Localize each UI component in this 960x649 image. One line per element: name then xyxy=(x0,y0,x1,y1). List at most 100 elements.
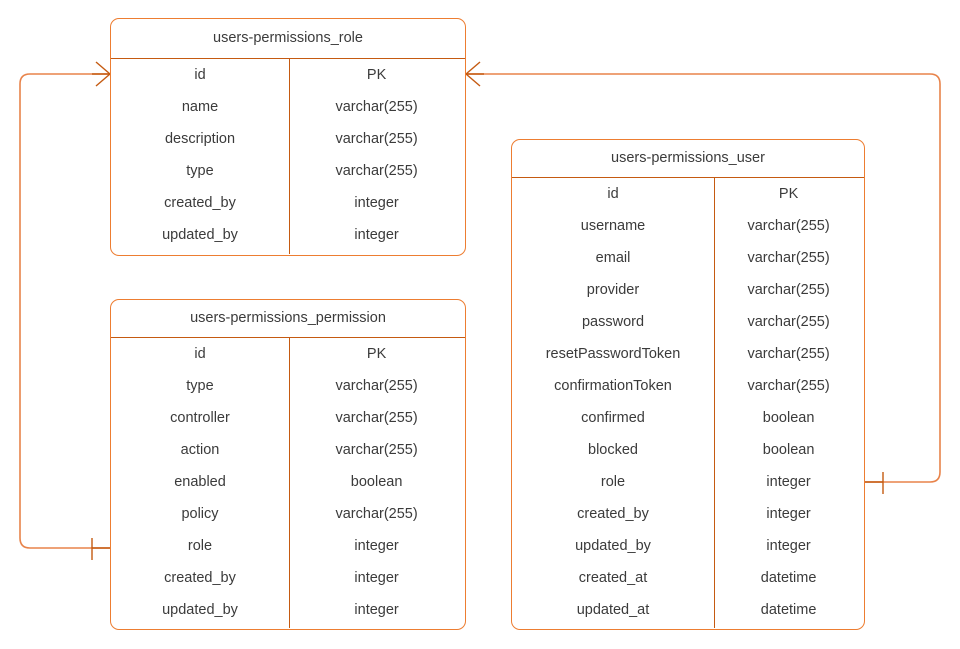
field-name: created_by xyxy=(164,195,236,211)
field-datatype: varchar(255) xyxy=(335,131,418,147)
field-datatype: varchar(255) xyxy=(747,250,830,266)
field-name: updated_at xyxy=(576,602,650,618)
column-divider xyxy=(289,59,290,255)
field-datatype: varchar(255) xyxy=(747,346,830,362)
field-name: provider xyxy=(586,282,640,298)
field-name: type xyxy=(186,378,214,394)
field-datatype: PK xyxy=(366,346,387,362)
field-name: controller xyxy=(170,410,230,426)
field-name: enabled xyxy=(174,474,226,490)
field-row[interactable]: action varchar(255) xyxy=(111,434,465,466)
field-row[interactable]: name varchar(255) xyxy=(111,91,465,123)
one-tick-icon-user-right xyxy=(865,472,884,494)
field-datatype: integer xyxy=(766,538,811,554)
field-row[interactable]: id PK xyxy=(111,338,465,370)
field-name: id xyxy=(607,186,619,202)
entity-fields-user: id PK username varchar(255) email varchar(255… xyxy=(512,178,864,629)
field-row[interactable]: type varchar(255) xyxy=(111,370,465,402)
field-row[interactable]: created_by integer xyxy=(111,562,465,594)
field-datatype: varchar(255) xyxy=(335,99,418,115)
field-name: updated_by xyxy=(575,538,651,554)
field-row[interactable]: updated_by integer xyxy=(512,530,864,562)
field-datatype: integer xyxy=(766,506,811,522)
field-name: created_at xyxy=(578,570,648,586)
field-name: name xyxy=(181,99,219,115)
crow-foot-icon-role-left xyxy=(92,61,111,87)
field-name: confirmationToken xyxy=(554,378,672,394)
entity-fields-permission: id PK type varchar(255) controller varchar(25… xyxy=(111,338,465,629)
field-datatype: PK xyxy=(778,186,799,202)
field-row[interactable]: updated_at datetime xyxy=(512,594,864,626)
field-row[interactable]: type varchar(255) xyxy=(111,155,465,187)
field-row[interactable]: resetPasswordToken varchar(255) xyxy=(512,338,864,370)
field-row[interactable]: controller varchar(255) xyxy=(111,402,465,434)
field-row[interactable]: description varchar(255) xyxy=(111,123,465,155)
field-row[interactable]: confirmationToken varchar(255) xyxy=(512,370,864,402)
field-name: policy xyxy=(181,506,219,522)
field-name: updated_by xyxy=(162,227,238,243)
field-name: action xyxy=(180,442,220,458)
field-row[interactable]: enabled boolean xyxy=(111,466,465,498)
field-row[interactable]: provider varchar(255) xyxy=(512,274,864,306)
field-datatype: varchar(255) xyxy=(335,163,418,179)
field-name: blocked xyxy=(588,442,638,458)
field-name: description xyxy=(164,131,236,147)
field-name: type xyxy=(186,163,214,179)
field-name: email xyxy=(595,250,631,266)
field-row[interactable]: created_by integer xyxy=(111,187,465,219)
entity-title-user: users-permissions_user xyxy=(512,140,864,178)
field-datatype: datetime xyxy=(760,602,817,618)
column-divider xyxy=(289,338,290,629)
relationship-role-to-permission[interactable] xyxy=(19,61,111,560)
field-datatype: varchar(255) xyxy=(747,282,830,298)
column-divider xyxy=(714,178,715,629)
field-datatype: integer xyxy=(354,227,399,243)
field-row[interactable]: created_by integer xyxy=(512,498,864,530)
field-name: password xyxy=(581,314,645,330)
entity-title-role: users-permissions_role xyxy=(111,19,465,59)
field-row[interactable]: role integer xyxy=(512,466,864,498)
field-datatype: varchar(255) xyxy=(335,410,418,426)
field-datatype: boolean xyxy=(762,442,815,458)
field-name: created_by xyxy=(577,506,649,522)
field-datatype: integer xyxy=(354,195,399,211)
field-datatype: integer xyxy=(354,570,399,586)
field-row[interactable]: updated_by integer xyxy=(111,594,465,626)
field-name: updated_by xyxy=(162,602,238,618)
field-name: username xyxy=(580,218,646,234)
field-datatype: integer xyxy=(354,602,399,618)
field-datatype: boolean xyxy=(762,410,815,426)
field-datatype: varchar(255) xyxy=(335,442,418,458)
relationship-path xyxy=(19,73,110,549)
field-name: id xyxy=(194,346,206,362)
field-datatype: boolean xyxy=(350,474,403,490)
field-row[interactable]: updated_by integer xyxy=(111,219,465,251)
field-name: role xyxy=(187,538,213,554)
field-datatype: varchar(255) xyxy=(747,218,830,234)
field-name: resetPasswordToken xyxy=(545,346,681,362)
entity-title-permission: users-permissions_permission xyxy=(111,300,465,338)
field-row[interactable]: id PK xyxy=(512,178,864,210)
crow-foot-icon-role-right xyxy=(465,61,484,87)
field-name: role xyxy=(600,474,626,490)
one-tick-icon-permission-left xyxy=(91,538,110,560)
field-name: created_by xyxy=(164,570,236,586)
field-datatype: integer xyxy=(766,474,811,490)
field-datatype: varchar(255) xyxy=(747,378,830,394)
field-row[interactable]: blocked boolean xyxy=(512,434,864,466)
field-datatype: varchar(255) xyxy=(335,378,418,394)
field-row[interactable]: email varchar(255) xyxy=(512,242,864,274)
field-datatype: PK xyxy=(366,67,387,83)
field-row[interactable]: username varchar(255) xyxy=(512,210,864,242)
